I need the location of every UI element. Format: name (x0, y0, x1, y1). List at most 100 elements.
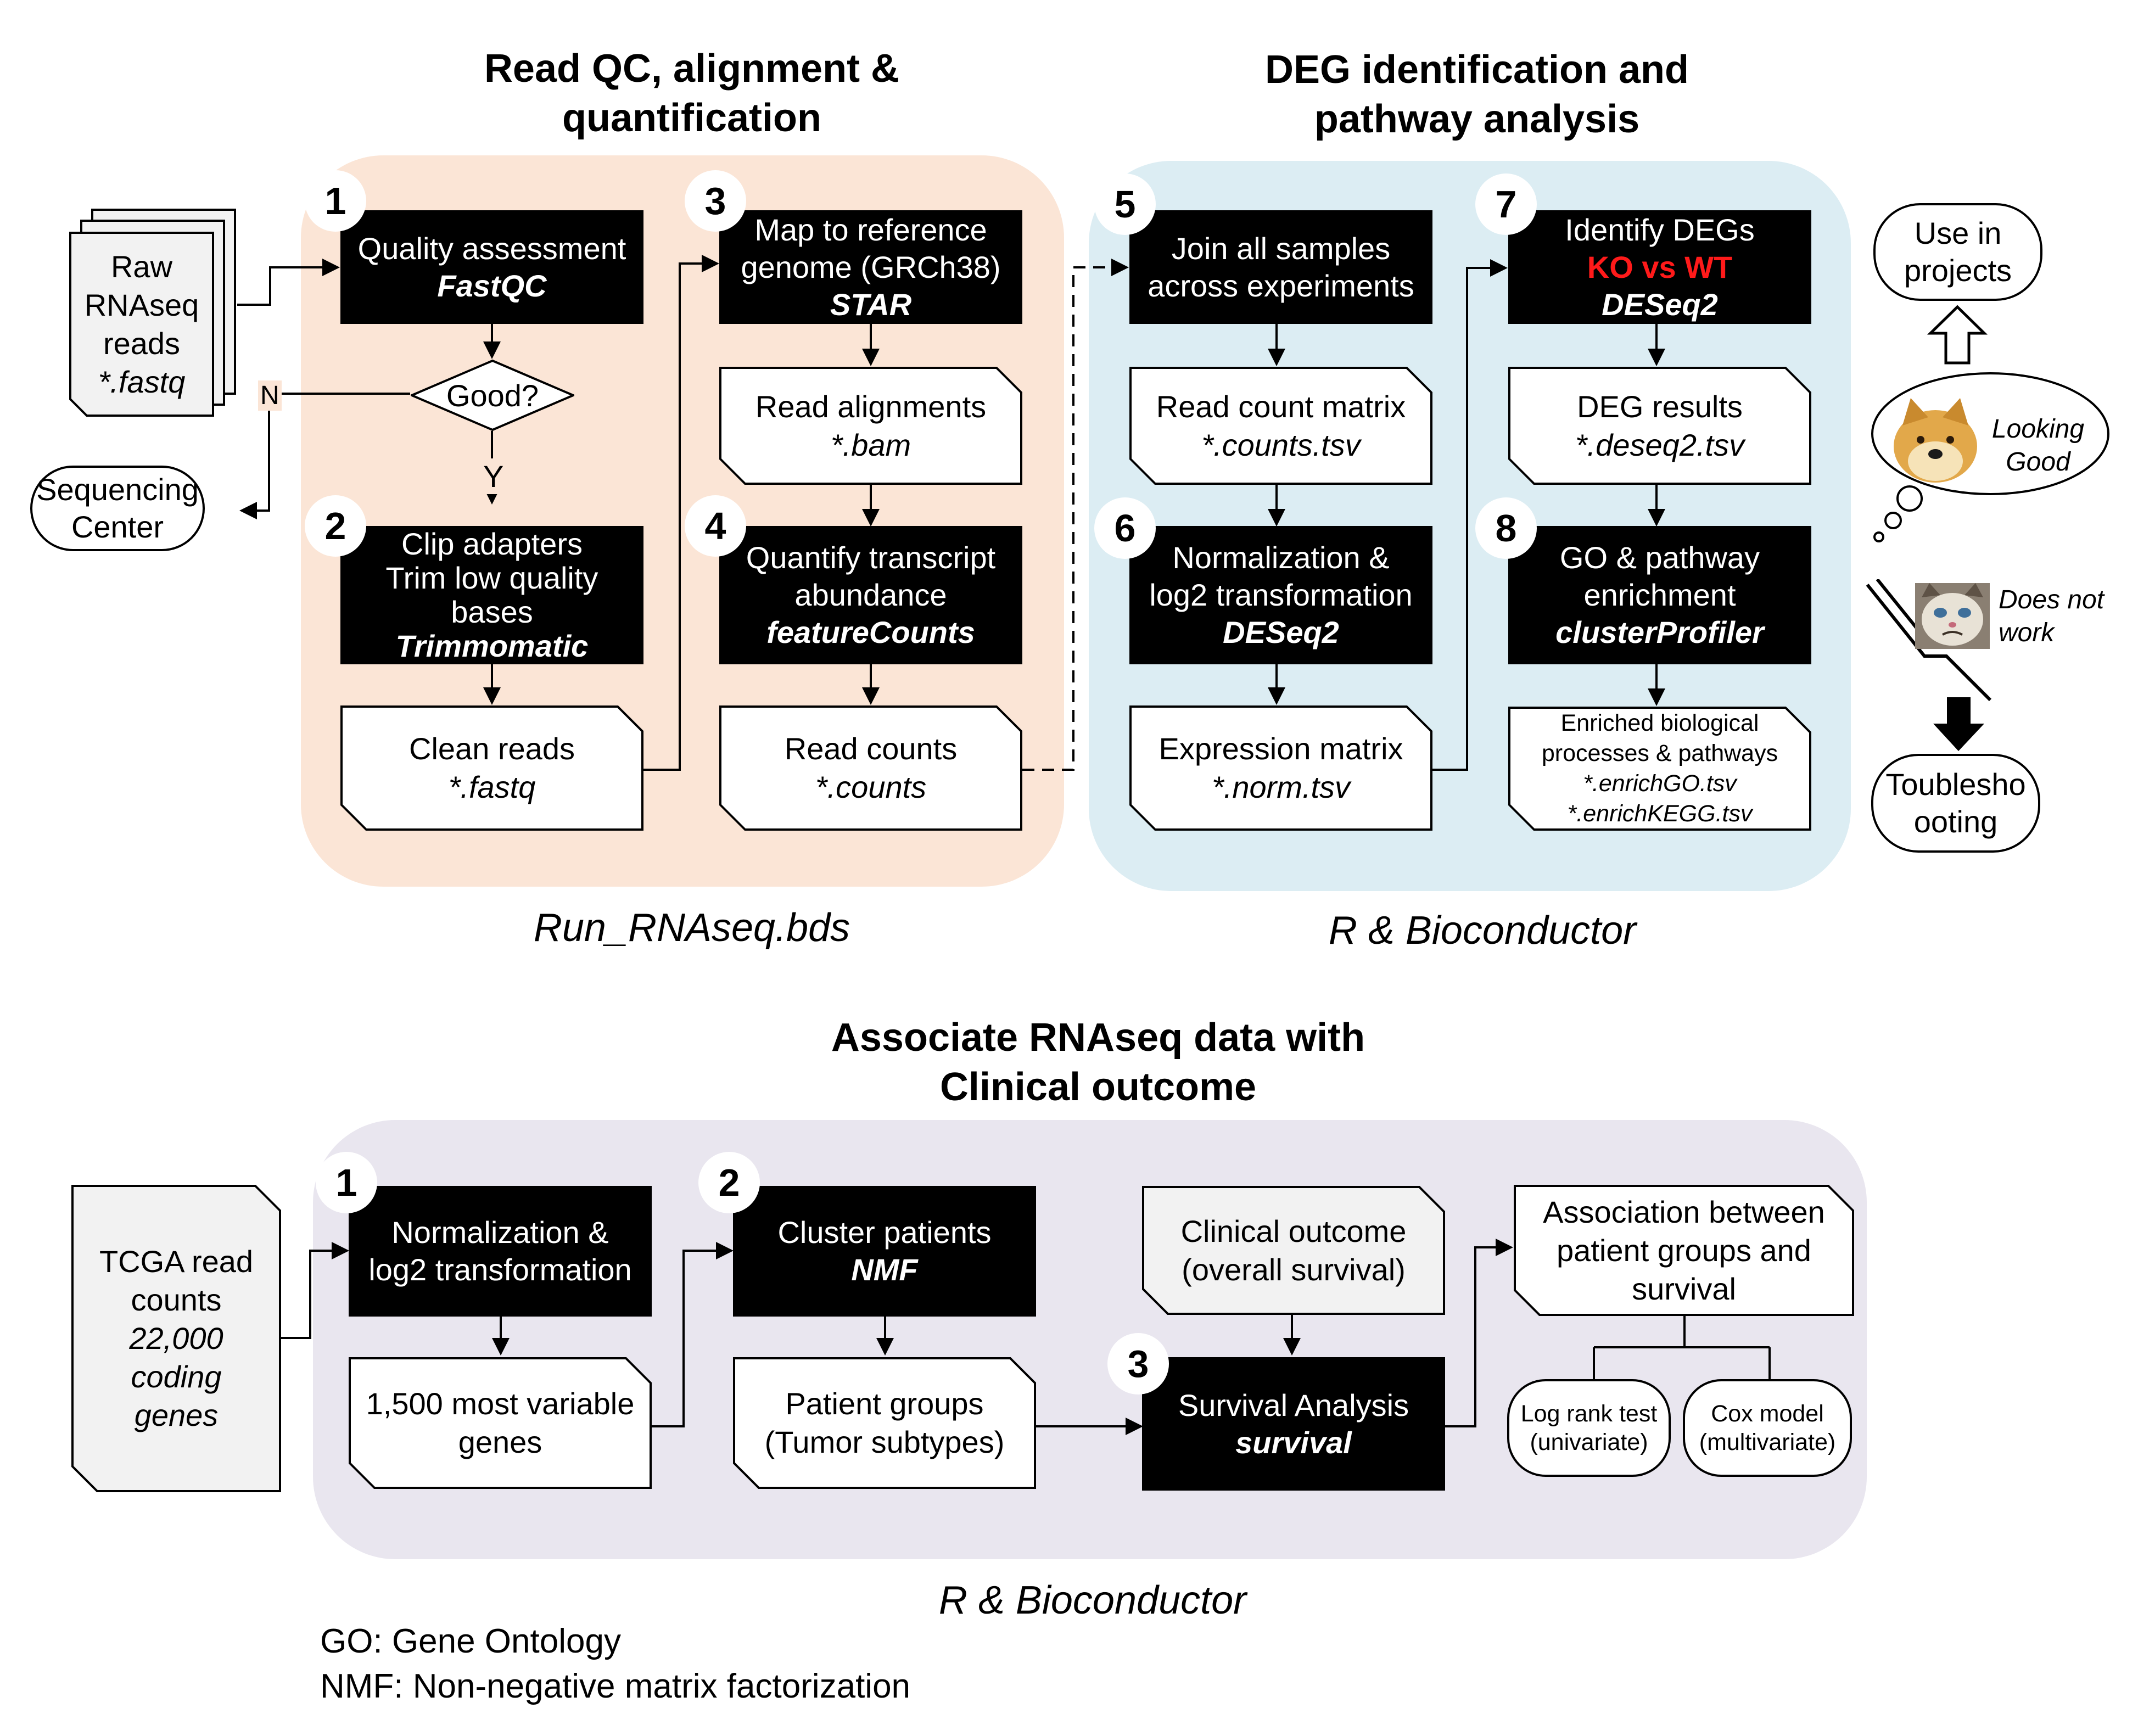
document-stack-icon (69, 209, 236, 417)
step-number-badge: 4 (685, 495, 746, 557)
cox-model-node: Cox model (multivariate) (1683, 1379, 1852, 1477)
raw-reads-filename: *.fastq (98, 364, 186, 399)
go-enrichment-line-2: enrichment (1583, 578, 1736, 612)
association-line-2: patient groups and (1557, 1233, 1811, 1268)
step-number-badge: 2 (698, 1152, 760, 1213)
normalization-line-1: Normalization & (1172, 540, 1390, 575)
diamond-shape (411, 360, 574, 431)
ko-vs-wt-label: KO vs WT (1587, 249, 1733, 284)
qc-title-line-1: Read QC, alignment & (484, 47, 900, 91)
does-not-work-line-2: work (1999, 618, 2055, 647)
clusterprofiler-tool-label: clusterProfiler (1555, 615, 1764, 649)
expression-matrix-filename: *.norm.tsv (1211, 770, 1351, 804)
go-enrichment-line-1: GO & pathway (1559, 540, 1760, 575)
map-reference-line-2: genome (GRCh38) (741, 249, 1001, 284)
clean-reads-file: Clean reads *.fastq (340, 705, 643, 831)
nmf-tool-label: NMF (851, 1252, 918, 1287)
use-in-projects-line-2: projects (1904, 253, 2012, 288)
step-map-reference: Map to reference genome (GRCh38) STAR (719, 210, 1022, 324)
step-clip-adapters: Clip adapters Trim low quality bases Tri… (340, 526, 643, 664)
clean-reads-label: Clean reads (409, 731, 575, 766)
decision-yes-label: Y (480, 458, 507, 494)
qc-panel-caption: Run_RNAseq.bds (533, 906, 850, 950)
star-tool-label: STAR (830, 287, 912, 322)
variable-genes-line-2: genes (458, 1425, 542, 1459)
trimmomatic-tool-label: Trimmomatic (395, 629, 589, 663)
deg-title-line-2: pathway analysis (1314, 97, 1640, 141)
sequencing-center-line-2: Center (71, 509, 164, 544)
enrich-go-filename: *.enrichGO.tsv (1583, 770, 1737, 797)
decision-label: Good? (446, 378, 539, 413)
quantify-line-1: Quantify transcript (746, 540, 996, 575)
clinical-outcome-file: Clinical outcome (overall survival) (1142, 1186, 1445, 1315)
clean-reads-filename: *.fastq (448, 770, 536, 804)
read-count-matrix-label: Read count matrix (1156, 389, 1406, 424)
read-alignments-filename: *.bam (830, 427, 911, 462)
troubleshooting-line-2: ooting (1913, 804, 1998, 839)
abbreviation-go: GO: Gene Ontology (320, 1622, 621, 1660)
identify-degs-label: Identify DEGs (1565, 212, 1755, 247)
log-rank-line-2: (univariate) (1530, 1429, 1648, 1455)
sequencing-center-node: Sequencing Center (30, 466, 205, 551)
read-counts-file: Read counts *.counts (719, 705, 1022, 831)
cluster-patients-label: Cluster patients (777, 1215, 992, 1250)
deg-title-line-1: DEG identification and (1264, 48, 1689, 92)
does-not-work-line-1: Does not (1999, 585, 2105, 614)
log-rank-line-1: Log rank test (1520, 1401, 1658, 1427)
variable-genes-line-1: 1,500 most variable (366, 1386, 635, 1421)
clinical-title-line-1: Associate RNAseq data with (831, 1016, 1365, 1060)
variable-genes-file: 1,500 most variable genes (349, 1357, 652, 1489)
raw-reads-label-3: reads (103, 326, 181, 361)
down-arrow-icon (1933, 697, 1984, 751)
survival-analysis-label: Survival Analysis (1178, 1387, 1409, 1423)
fastqc-tool-label: FastQC (437, 268, 547, 303)
doge-face-icon (1894, 398, 1977, 483)
patient-groups-file: Patient groups (Tumor subtypes) (733, 1357, 1036, 1489)
expression-matrix-file: Expression matrix *.norm.tsv (1129, 705, 1432, 831)
clinical-outcome-line-1: Clinical outcome (1180, 1213, 1407, 1248)
step-go-enrichment: GO & pathway enrichment clusterProfiler (1508, 526, 1811, 664)
enriched-line-2: processes & pathways (1541, 740, 1778, 766)
step-number-badge: 7 (1475, 173, 1537, 235)
tcga-line-1: TCGA read (99, 1244, 254, 1279)
up-arrow-icon (1927, 305, 1988, 365)
step-number-badge: 2 (305, 495, 366, 557)
association-file: Association between patient groups and s… (1514, 1185, 1854, 1316)
qc-section-title: Read QC, alignment & quantification (417, 44, 966, 143)
association-line-1: Association between (1543, 1194, 1825, 1229)
normalization-line-2: log2 transformation (1149, 578, 1413, 612)
sequencing-center-line-1: Sequencing (36, 472, 199, 507)
looking-good-line-1: Looking (1991, 415, 2085, 444)
step-normalization: Normalization & log2 transformation DESe… (1129, 526, 1432, 664)
read-counts-filename: *.counts (815, 770, 927, 804)
quality-assessment-label: Quality assessment (357, 231, 626, 266)
troubleshooting-line-1: Toublesho (1885, 767, 2026, 802)
read-alignments-label: Read alignments (755, 389, 987, 424)
qc-title-line-2: quantification (562, 96, 821, 140)
expression-matrix-label: Expression matrix (1158, 731, 1403, 766)
clip-adapters-line-2: Trim low quality (385, 561, 598, 595)
survival-tool-label: survival (1235, 1425, 1352, 1460)
read-count-matrix-file: Read count matrix *.counts.tsv (1129, 367, 1432, 485)
does-not-work-note: Does not work (1999, 584, 2125, 649)
looking-good-line-2: Good (2006, 447, 2070, 477)
cox-line-2: (multivariate) (1699, 1429, 1836, 1455)
step-identify-degs: Identify DEGs KO vs WT DESeq2 (1508, 210, 1811, 324)
clinical-step-normalization: Normalization & log2 transformation (349, 1186, 652, 1317)
enriched-line-1: Enriched biological (1560, 710, 1759, 736)
decision-no-label: N (258, 380, 282, 411)
step-number-badge: 5 (1094, 173, 1156, 235)
clinical-title-line-2: Clinical outcome (939, 1065, 1257, 1109)
raw-reads-label-1: Raw (110, 249, 173, 284)
troubleshooting-node: Toublesho ooting (1871, 754, 2040, 853)
patient-groups-line-2: (Tumor subtypes) (764, 1425, 1005, 1459)
grumpy-cat-icon (1915, 583, 1990, 649)
deg-results-filename: *.deseq2.tsv (1575, 427, 1745, 462)
read-alignments-file: Read alignments *.bam (719, 367, 1022, 485)
raw-reads-label-2: RNAseq (84, 287, 199, 322)
tcga-line-2: counts (131, 1283, 222, 1317)
tcga-read-counts-file: TCGA read counts 22,000 coding genes (71, 1185, 281, 1492)
use-in-projects-node: Use in projects (1873, 203, 2042, 301)
tcga-gene-count: 22,000 (129, 1321, 223, 1356)
